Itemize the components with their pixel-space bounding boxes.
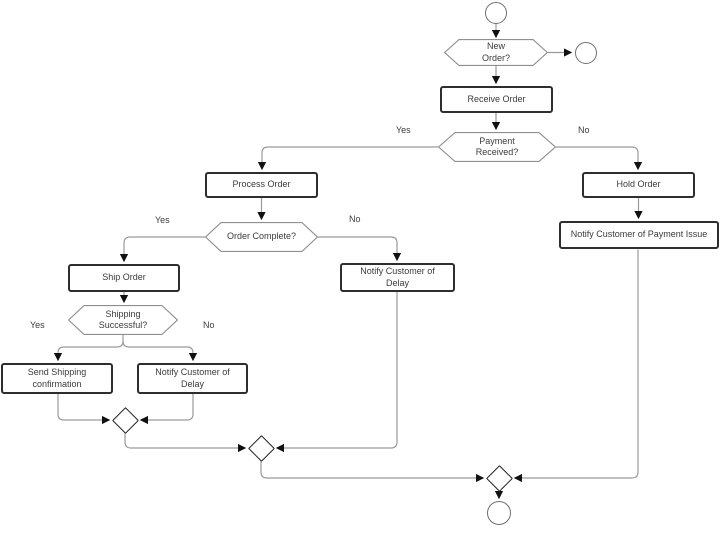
end-circle-bottom[interactable] <box>487 501 511 525</box>
process-ship-order[interactable]: Ship Order <box>68 264 180 292</box>
decision-label: Order Complete? <box>226 231 297 242</box>
edge-merge1-to-merge2 <box>124 433 247 453</box>
end-circle-top[interactable] <box>575 42 597 64</box>
edge-order-complete-yes-to-ship-order <box>119 236 205 263</box>
edge-label-order-yes: Yes <box>155 215 170 225</box>
decision-label: New Order? <box>481 41 510 63</box>
start-circle[interactable] <box>485 2 507 24</box>
process-notify-payment-issue[interactable]: Notify Customer of Payment Issue <box>559 221 719 249</box>
process-hold-order[interactable]: Hold Order <box>582 172 695 198</box>
process-notify-delay-branch[interactable]: Notify Customer of Delay <box>340 263 455 292</box>
edge-merge2-to-merge3 <box>260 461 485 483</box>
edge-notify-delay-to-merge1 <box>139 394 194 425</box>
decision-label: Payment Received? <box>475 135 519 157</box>
decision-shipping-successful[interactable]: Shipping Successful? <box>68 305 178 335</box>
edge-label-shipping-no: No <box>203 320 215 330</box>
edge-payment-no-to-hold-order <box>556 146 643 171</box>
decision-order-complete[interactable]: Order Complete? <box>205 222 318 252</box>
edge-label-shipping-yes: Yes <box>30 320 45 330</box>
process-process-order[interactable]: Process Order <box>205 172 318 198</box>
edge-payment-yes-to-process-order <box>257 146 438 171</box>
edge-send-confirmation-to-merge1 <box>57 394 111 425</box>
process-receive-order[interactable]: Receive Order <box>440 86 553 113</box>
decision-payment-received[interactable]: Payment Received? <box>438 132 556 162</box>
decision-new-order[interactable]: New Order? <box>444 39 548 66</box>
edge-label-payment-yes: Yes <box>396 125 411 135</box>
edge-label-order-no: No <box>349 214 361 224</box>
edge-notify-payment-issue-to-merge3 <box>513 249 639 483</box>
process-notify-delay-shipping[interactable]: Notify Customer of Delay <box>137 363 248 394</box>
edge-notify-delay-branch-to-merge2 <box>275 292 398 453</box>
edge-shipping-no-to-notify-delay <box>122 340 198 362</box>
process-send-shipping-confirmation[interactable]: Send Shipping confirmation <box>1 363 113 394</box>
edge-label-payment-no: No <box>578 125 590 135</box>
edge-order-complete-no-to-notify-delay <box>318 236 402 262</box>
edge-shipping-yes-to-send-confirmation <box>53 335 124 362</box>
decision-label: Shipping Successful? <box>98 308 148 330</box>
